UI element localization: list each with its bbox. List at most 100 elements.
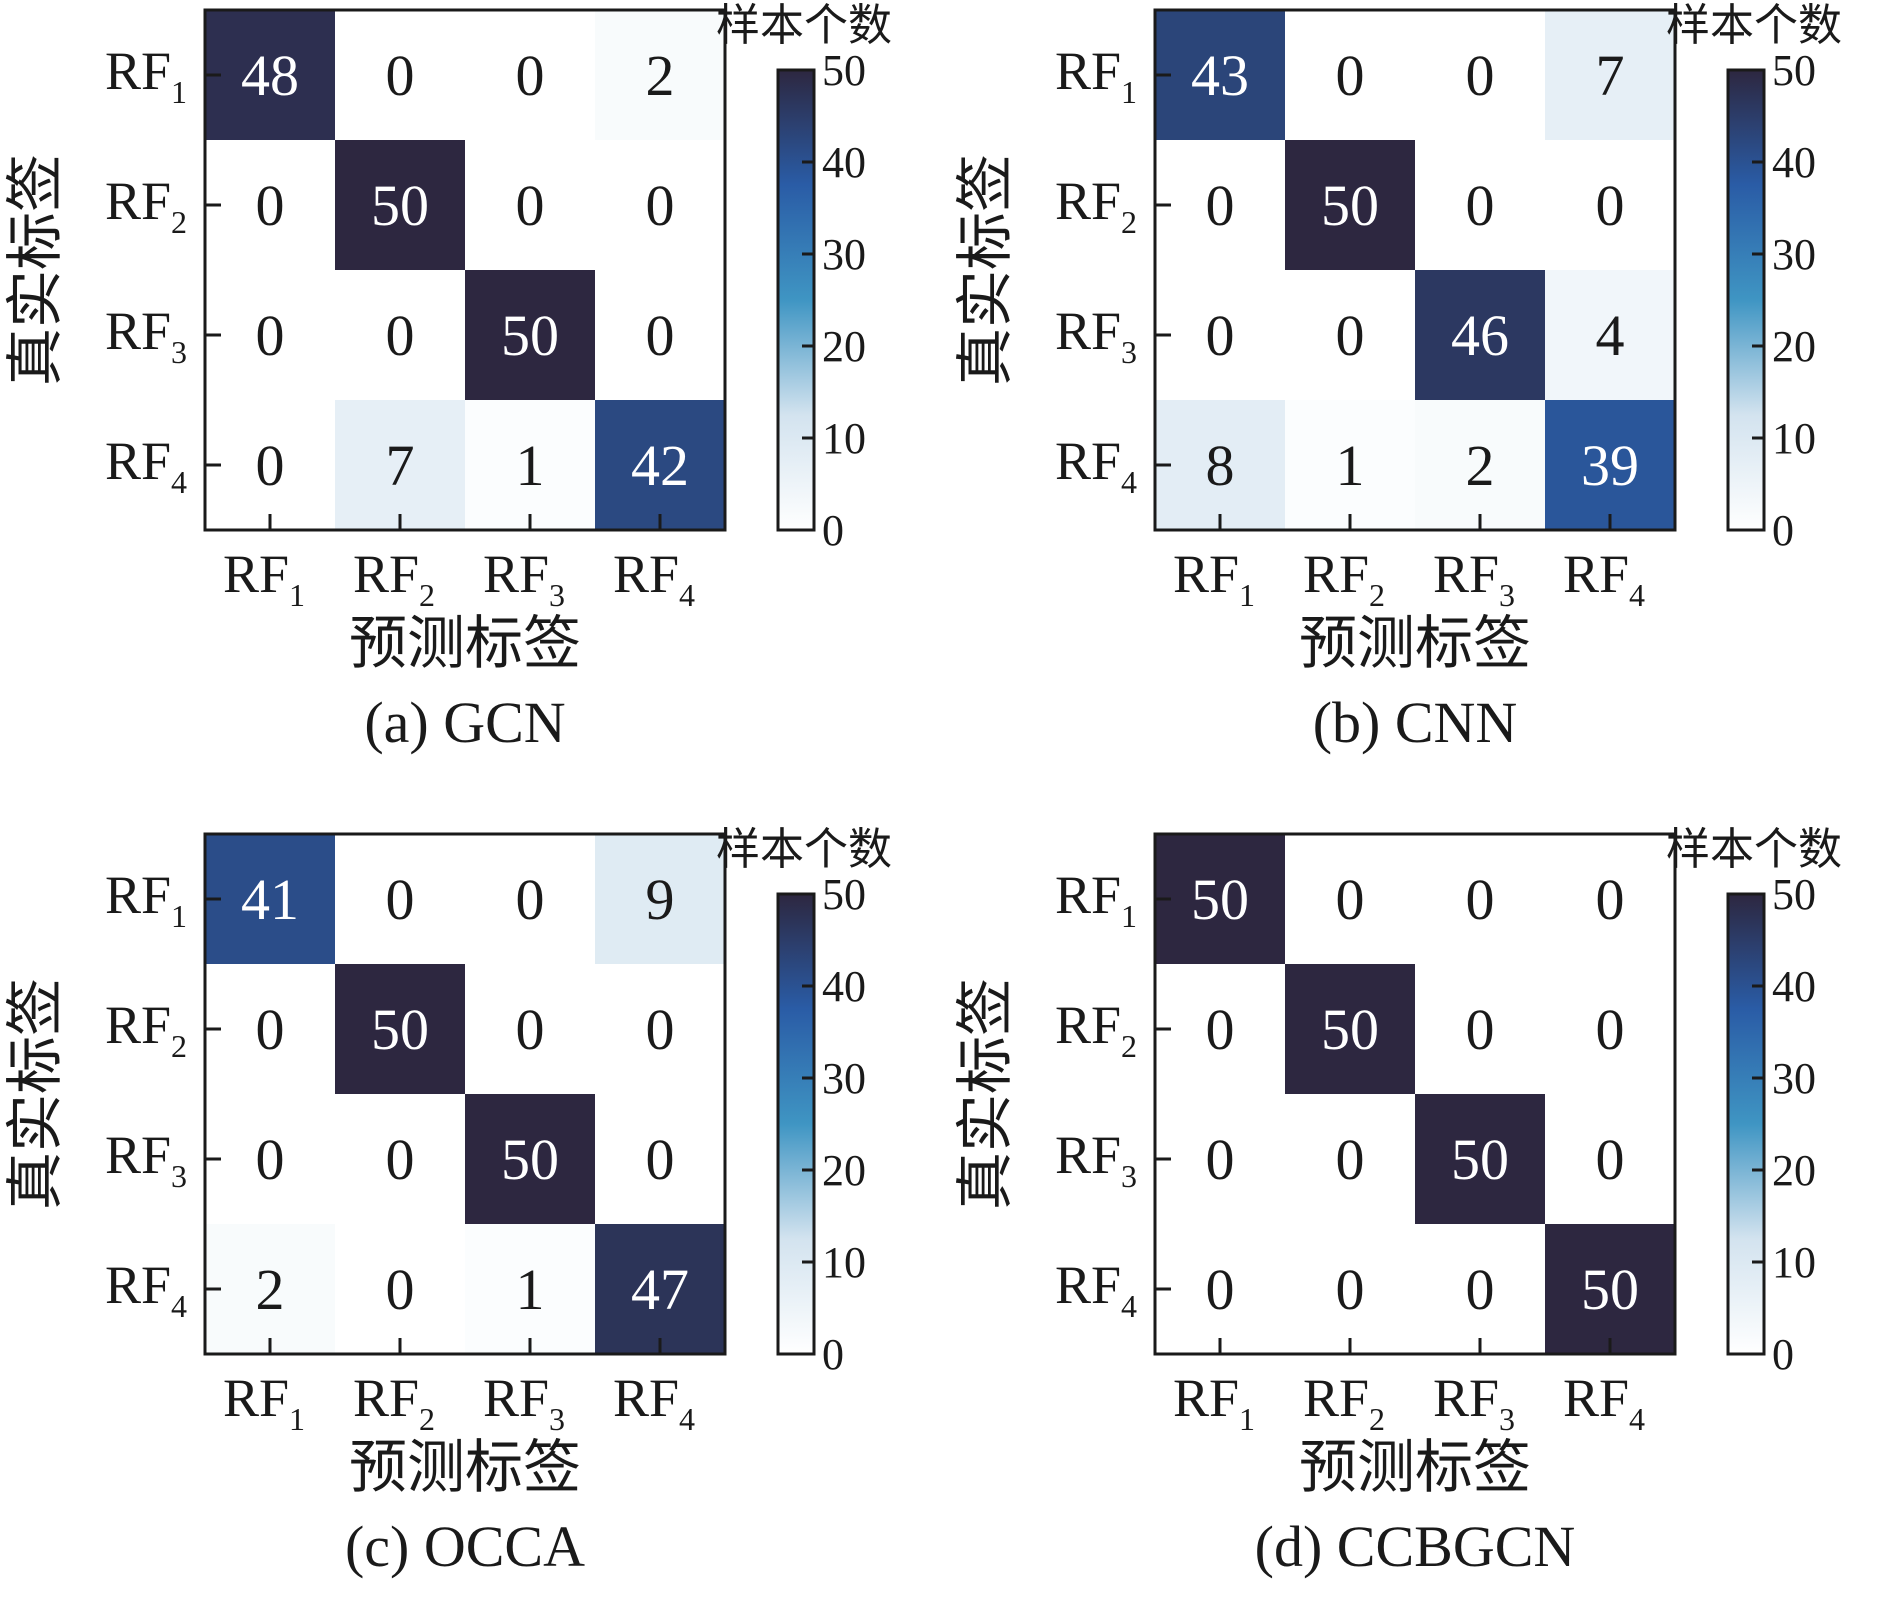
heatmap-cell [205, 964, 335, 1094]
cell-value-label: 0 [646, 997, 675, 1062]
cell-value-label: 0 [1206, 997, 1235, 1062]
colorbar-tick-label: 50 [822, 870, 866, 919]
matrix-frame [1153, 8, 1677, 532]
colorbar-tick-label: 10 [822, 414, 866, 463]
colorbar-title: 样本个数 [1666, 825, 1842, 874]
colorbar-tick-label: 30 [822, 230, 866, 279]
heatmap-cell [595, 400, 725, 530]
y-tick-label: RF2 [105, 995, 187, 1064]
heatmap-cell [1155, 400, 1285, 530]
heatmap-cell [1545, 964, 1675, 1094]
colorbar-tick-label: 40 [822, 138, 866, 187]
cell-value-label: 0 [516, 43, 545, 108]
cell-value-label: 7 [1596, 43, 1625, 108]
heatmap-cell [1155, 140, 1285, 270]
cell-value-label: 39 [1581, 433, 1639, 498]
cell-value-label: 1 [1336, 433, 1365, 498]
heatmap-cell [1155, 964, 1285, 1094]
heatmap-cell [1545, 270, 1675, 400]
panel-caption: (a) GCN [364, 690, 565, 755]
x-tick-label: RF1 [1173, 1368, 1255, 1437]
x-tick-label: RF2 [1303, 544, 1385, 613]
colorbar-frame [1726, 892, 1766, 1356]
cell-value-label: 50 [1451, 1127, 1509, 1192]
cell-value-label: 0 [1336, 303, 1365, 368]
cell-value-label: 0 [386, 1127, 415, 1192]
heatmap-cell [335, 10, 465, 140]
x-tick-label: RF1 [1173, 544, 1255, 613]
y-tick-label: RF4 [1055, 431, 1137, 500]
cell-value-label: 48 [241, 43, 299, 108]
x-tick-label: RF2 [1303, 1368, 1385, 1437]
cell-value-label: 0 [1206, 173, 1235, 238]
cell-value-label: 0 [256, 1127, 285, 1192]
colorbar-frame [1726, 68, 1766, 532]
colorbar-tick-label: 10 [1772, 414, 1816, 463]
y-axis-label: 真实标签 [953, 978, 1018, 1210]
colorbar-tick-label: 40 [1772, 962, 1816, 1011]
colorbar-gradient [778, 894, 814, 1354]
y-tick-label: RF2 [105, 171, 187, 240]
colorbar-tick-label: 20 [1772, 322, 1816, 371]
heatmap-cell [1415, 10, 1545, 140]
cell-value-label: 0 [1336, 43, 1365, 108]
y-axis-label: 真实标签 [3, 978, 68, 1210]
x-tick-label: RF4 [613, 544, 695, 613]
cell-value-label: 0 [1336, 867, 1365, 932]
heatmap-cell [1155, 10, 1285, 140]
x-tick-label: RF1 [223, 1368, 305, 1437]
cell-value-label: 0 [386, 43, 415, 108]
heatmap-cell [1285, 964, 1415, 1094]
heatmap-cell [1285, 270, 1415, 400]
cell-value-label: 0 [256, 173, 285, 238]
heatmap-cell [465, 1094, 595, 1224]
heatmap-cell [1285, 10, 1415, 140]
cell-value-label: 42 [631, 433, 689, 498]
colorbar-tick-label: 10 [1772, 1238, 1816, 1287]
cell-value-label: 4 [1596, 303, 1625, 368]
heatmap-cell [1415, 270, 1545, 400]
cell-value-label: 0 [1206, 1257, 1235, 1322]
colorbar-tick-label: 0 [1772, 506, 1794, 555]
y-tick-label: RF3 [1055, 301, 1137, 370]
heatmap-cell [465, 10, 595, 140]
cell-value-label: 2 [646, 43, 675, 108]
panel-caption: (c) OCCA [345, 1514, 585, 1579]
y-tick-label: RF3 [105, 301, 187, 370]
heatmap-cell [1545, 10, 1675, 140]
heatmap-cell [205, 1224, 335, 1354]
cell-value-label: 0 [386, 1257, 415, 1322]
panel-caption: (b) CNN [1313, 690, 1518, 755]
cell-value-label: 2 [1466, 433, 1495, 498]
heatmap-cell [1415, 1094, 1545, 1224]
y-tick-label: RF1 [105, 865, 187, 934]
heatmap-cell [1545, 140, 1675, 270]
y-tick-label: RF3 [105, 1125, 187, 1194]
cell-value-label: 0 [646, 173, 675, 238]
cell-value-label: 0 [516, 997, 545, 1062]
heatmap-cell [1415, 964, 1545, 1094]
heatmap-cell [465, 964, 595, 1094]
heatmap-cell [205, 270, 335, 400]
cell-value-label: 50 [1191, 867, 1249, 932]
cell-value-label: 9 [646, 867, 675, 932]
colorbar-frame [776, 892, 816, 1356]
colorbar-tick-label: 20 [822, 322, 866, 371]
cell-value-label: 0 [1596, 1127, 1625, 1192]
x-tick-label: RF3 [1433, 544, 1515, 613]
x-tick-label: RF4 [1563, 1368, 1645, 1437]
colorbar-title: 样本个数 [716, 1, 892, 50]
x-tick-label: RF3 [483, 1368, 565, 1437]
cell-value-label: 0 [516, 867, 545, 932]
heatmap-cell [205, 400, 335, 530]
heatmap-cell [335, 400, 465, 530]
colorbar-tick-label: 40 [822, 962, 866, 1011]
x-tick-label: RF1 [223, 544, 305, 613]
y-tick-label: RF2 [1055, 995, 1137, 1064]
heatmap-cell [1285, 1094, 1415, 1224]
colorbar-tick-label: 20 [1772, 1146, 1816, 1195]
heatmap-cell [1285, 400, 1415, 530]
